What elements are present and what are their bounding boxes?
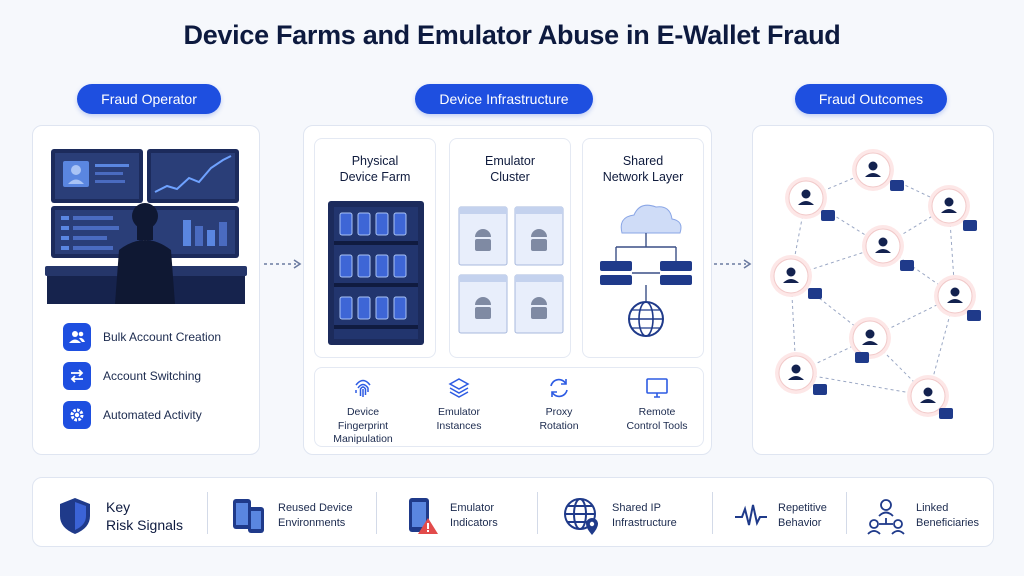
- divider: [846, 492, 847, 534]
- signals-title-line: Key: [106, 499, 131, 515]
- emulator-windows-illustration: [458, 206, 564, 334]
- account-node-2: [785, 177, 835, 221]
- account-node-7: [849, 317, 891, 363]
- account-node-5: [770, 255, 822, 299]
- rotate-icon: [550, 378, 568, 398]
- operator-item-label: Automated Activity: [103, 408, 202, 422]
- key-risk-signals-heading: Key Risk Signals: [58, 492, 183, 540]
- network-illustration: [600, 204, 692, 337]
- flow-arrow-infra-to-outcomes: [714, 259, 752, 269]
- operator-workstation-illustration: [45, 149, 247, 304]
- monitor-icon: [646, 378, 668, 398]
- key-risk-signals-bar: [32, 477, 994, 547]
- fraud-operator-panel: Bulk Account Creation Account Switching …: [32, 125, 260, 455]
- section-fraud-operator: Fraud Operator: [77, 84, 221, 114]
- users-icon: [63, 323, 91, 351]
- account-node-4: [862, 225, 914, 271]
- divider: [712, 492, 713, 534]
- section-device-infrastructure: Device Infrastructure: [415, 84, 593, 114]
- flow-arrow-operator-to-infra: [264, 259, 302, 269]
- operator-item-bulk-account-creation: Bulk Account Creation: [63, 323, 221, 351]
- pulse-icon: [735, 504, 767, 526]
- operator-item-label: Account Switching: [103, 369, 202, 383]
- operator-item-account-switching: Account Switching: [63, 362, 201, 390]
- globe-pin-icon: [564, 498, 598, 535]
- section-fraud-outcomes: Fraud Outcomes: [795, 84, 947, 114]
- account-node-9: [907, 375, 953, 419]
- shield-icon: [60, 498, 90, 534]
- fraud-outcomes-panel: [752, 125, 994, 455]
- divider: [207, 492, 208, 534]
- page-title: Device Farms and Emulator Abuse in E-Wal…: [183, 20, 841, 50]
- swap-icon: [63, 362, 91, 390]
- operator-item-label: Bulk Account Creation: [103, 330, 222, 344]
- network-users-icon: [867, 499, 905, 535]
- account-node-3: [928, 185, 977, 231]
- layers-icon: [448, 378, 470, 398]
- linked-accounts-network: [770, 149, 981, 419]
- fingerprint-icon: [355, 379, 371, 397]
- account-node-1: [852, 149, 904, 191]
- account-node-8: [775, 352, 827, 395]
- phone-warning-icon: [409, 498, 438, 534]
- operator-item-automated-activity: Automated Activity: [63, 401, 202, 429]
- gear-icon: [63, 401, 91, 429]
- divider: [537, 492, 538, 534]
- account-node-6: [934, 275, 981, 321]
- device-rack-illustration: [328, 201, 424, 345]
- devices-icon: [233, 499, 264, 533]
- divider: [376, 492, 377, 534]
- signals-title-line: Risk Signals: [106, 517, 184, 533]
